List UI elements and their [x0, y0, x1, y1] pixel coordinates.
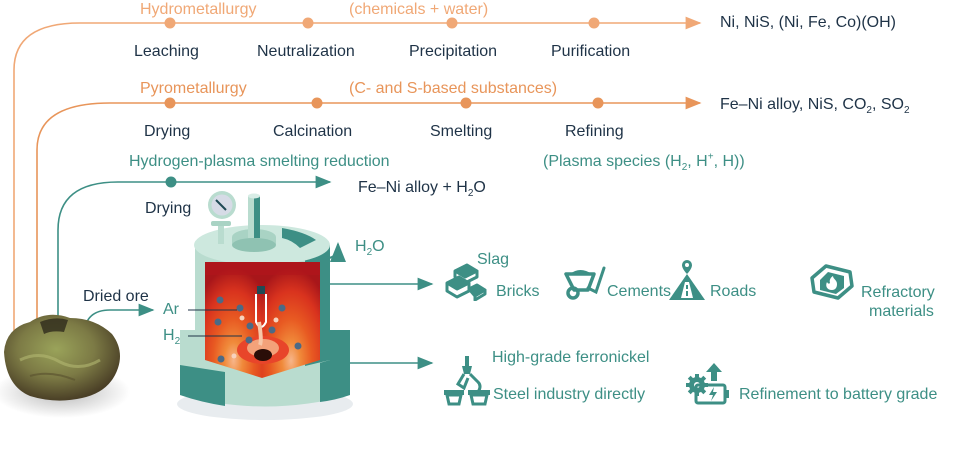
wheelbarrow-icon — [564, 266, 606, 300]
plasma-species-note: (Plasma species (H2, H+, H)) — [543, 151, 745, 174]
pyro-step-drying: Drying — [144, 123, 191, 140]
battery-gear-icon — [686, 363, 729, 405]
hydro-line — [13, 16, 702, 380]
plasma-line — [57, 175, 332, 325]
pyro-title: Pyrometallurgy — [140, 80, 247, 97]
gas-particles — [214, 296, 302, 363]
ferronickel-use-steel: Steel industry directly — [493, 386, 646, 403]
pyro-node-calcination — [311, 97, 323, 109]
argon-label: Ar — [163, 301, 179, 318]
hydro-step-leaching: Leaching — [134, 43, 199, 60]
pyro-note: (C- and S-based substances) — [349, 80, 558, 97]
road-icon — [669, 260, 705, 300]
slag-title: Slag — [477, 251, 510, 268]
plasma-node-drying — [165, 176, 177, 188]
bricks-icon — [445, 263, 487, 301]
hydro-step-neutralization: Neutralization — [257, 43, 355, 60]
slag-use-refractory-line2: materials — [869, 303, 934, 320]
plasma-title: Hydrogen-plasma smelting reduction — [129, 153, 390, 170]
ore-rock — [4, 314, 120, 401]
slag-use-refractory: Refractory — [861, 284, 935, 301]
plasma-product: Fe–Ni alloy + H2O — [358, 179, 486, 200]
hydro-note: (chemicals + water) — [349, 1, 489, 18]
slag-use-bricks: Bricks — [496, 283, 540, 300]
hydro-title: Hydrometallurgy — [140, 1, 257, 18]
refractory-icon — [810, 264, 854, 300]
pyro-node-smelting — [460, 97, 472, 109]
hydro-product: Ni, NiS, (Ni, Fe, Co)(OH) — [720, 14, 896, 31]
pyro-step-smelting: Smelting — [430, 123, 493, 140]
plasma-step-drying: Drying — [145, 200, 192, 217]
hydro-node-purification — [588, 17, 600, 29]
ferronickel-use-battery: Refinement to battery grade — [739, 386, 938, 403]
hydro-step-purification: Purification — [551, 43, 631, 60]
slag-use-roads: Roads — [710, 283, 757, 300]
pyro-step-calcination: Calcination — [273, 123, 353, 140]
hydro-step-precipitation: Precipitation — [409, 43, 498, 60]
pyro-product: Fe–Ni alloy, NiS, CO2, SO2 — [720, 96, 910, 117]
ferronickel-title: High-grade ferronickel — [492, 349, 650, 366]
pyro-node-drying — [164, 97, 176, 109]
plasma-furnace — [177, 191, 353, 420]
hydro-node-precipitation — [446, 17, 458, 29]
steel-crane-icon — [444, 356, 490, 406]
exhaust-water-label: H2O — [355, 238, 385, 259]
pyro-node-refining — [592, 97, 604, 109]
hydro-node-leaching — [164, 17, 176, 29]
slag-use-cements: Cements — [607, 283, 672, 300]
pyro-step-refining: Refining — [565, 123, 624, 140]
hydro-node-neutralization — [302, 17, 314, 29]
pyro-line — [36, 96, 702, 380]
hydrogen-label: H2 — [163, 327, 181, 348]
dried-ore-label: Dried ore — [83, 288, 149, 305]
